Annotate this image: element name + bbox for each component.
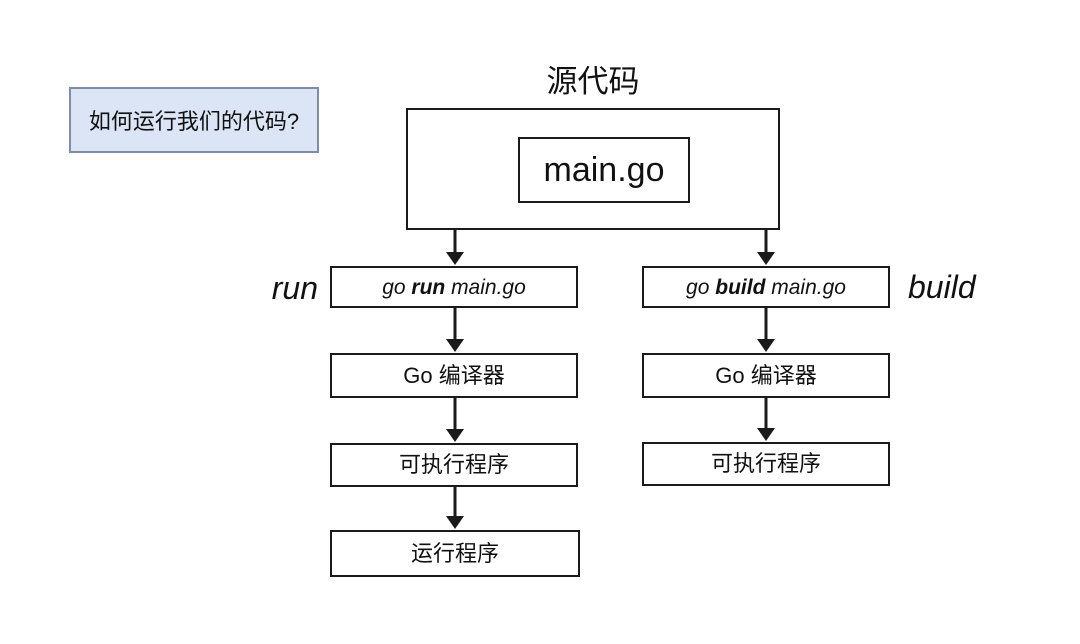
arrow-head-icon xyxy=(757,252,775,265)
main-go-label: main.go xyxy=(543,151,665,189)
command-suffix: main.go xyxy=(445,275,526,299)
arrow-head-icon xyxy=(446,516,464,529)
arrow-stem xyxy=(453,230,457,256)
step-label: 可执行程序 xyxy=(398,452,509,477)
arrow-run-command-to-compiler xyxy=(446,308,464,352)
run-executable-node: 可执行程序 xyxy=(330,443,578,487)
arrow-build-compiler-to-executable xyxy=(757,398,775,441)
main-go-node: main.go xyxy=(518,137,690,203)
step-label: 可执行程序 xyxy=(710,451,821,476)
command-prefix: go xyxy=(686,275,716,299)
arrow-head-icon xyxy=(446,339,464,352)
question-label: 如何运行我们的代码? xyxy=(88,109,300,134)
command-keyword: run xyxy=(411,275,446,299)
arrow-stem xyxy=(764,398,768,432)
arrow-source-to-run-command xyxy=(446,230,464,265)
step-label: Go 编译器 xyxy=(403,362,505,388)
build-executable-node: 可执行程序 xyxy=(642,442,890,486)
arrow-stem xyxy=(764,230,768,256)
arrow-run-executable-to-program xyxy=(446,487,464,529)
arrow-head-icon xyxy=(446,252,464,265)
arrow-head-icon xyxy=(757,339,775,352)
arrow-stem xyxy=(453,308,457,343)
run-command-node: go run main.go xyxy=(330,266,578,308)
step-label: 运行程序 xyxy=(410,540,499,566)
diagram-title: 源代码 xyxy=(546,64,640,99)
arrow-build-command-to-compiler xyxy=(757,308,775,352)
arrow-source-to-build-command xyxy=(757,230,775,265)
run-program-node: 运行程序 xyxy=(330,530,580,577)
run-branch-label: run xyxy=(271,270,318,306)
arrow-stem xyxy=(453,398,457,433)
command-prefix: go xyxy=(382,275,412,299)
build-command-node: go build main.go xyxy=(642,266,890,308)
arrow-head-icon xyxy=(446,429,464,442)
arrow-run-compiler-to-executable xyxy=(446,398,464,442)
run-compiler-node: Go 编译器 xyxy=(330,353,578,398)
arrow-stem xyxy=(764,308,768,343)
step-label: Go 编译器 xyxy=(715,362,817,388)
build-branch-label: build xyxy=(908,269,976,305)
question-box: 如何运行我们的代码? xyxy=(69,87,319,153)
command-suffix: main.go xyxy=(765,275,846,299)
command-keyword: build xyxy=(715,275,766,299)
build-compiler-node: Go 编译器 xyxy=(642,353,890,398)
arrow-stem xyxy=(453,487,457,520)
arrow-head-icon xyxy=(757,428,775,441)
